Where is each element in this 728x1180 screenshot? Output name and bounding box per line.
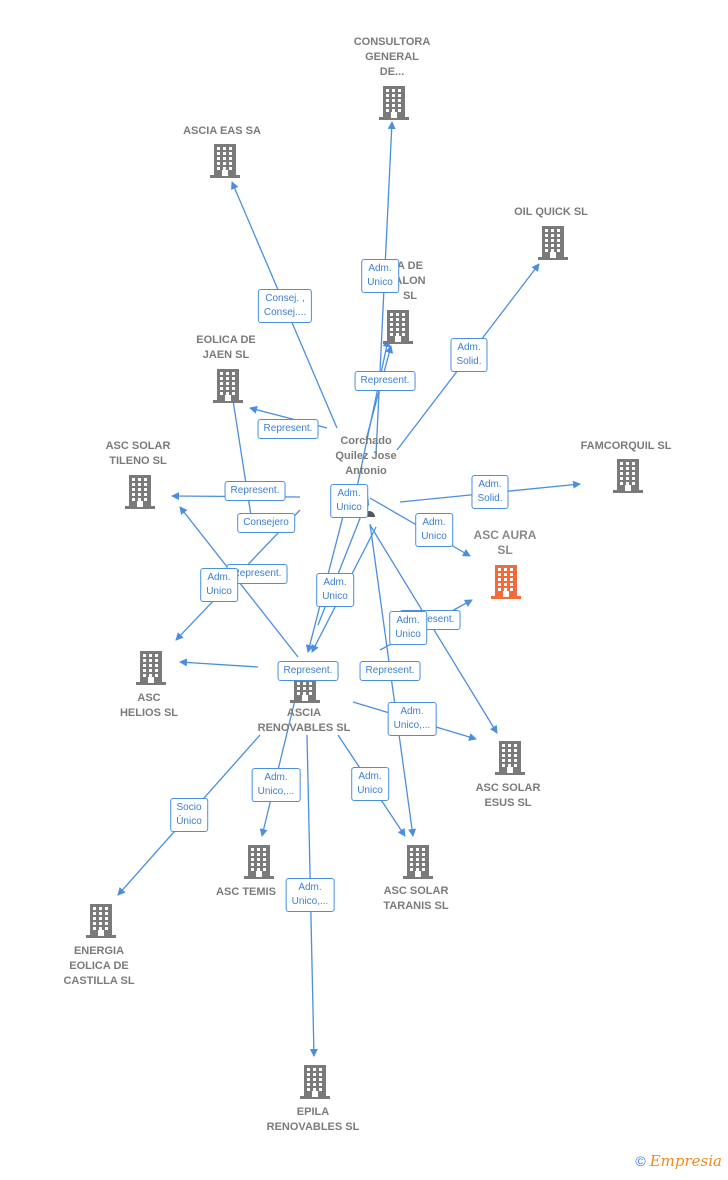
node-label-eolica-jaen[interactable]: EOLICA DE JAEN SL xyxy=(196,334,256,361)
relation-label[interactable]: Represent. xyxy=(359,661,421,681)
building-shape xyxy=(244,845,274,879)
node-label-person[interactable]: Corchado Quilez Jose Antonio xyxy=(335,435,397,477)
node-label-salon[interactable]: A DE ALON SL xyxy=(394,260,426,302)
building-shape xyxy=(125,475,155,509)
building-shape xyxy=(300,1065,330,1099)
relation-label[interactable]: Adm. Solid. xyxy=(450,338,488,372)
relation-edge xyxy=(179,658,259,668)
relation-label[interactable]: Adm. Unico xyxy=(200,568,238,602)
relation-label[interactable]: Adm. Unico xyxy=(316,573,354,607)
building-shape xyxy=(379,86,409,120)
node-label-esus[interactable]: ASC SOLAR ESUS SL xyxy=(475,782,541,809)
building-icon[interactable] xyxy=(381,308,415,349)
relation-label[interactable]: Represent. xyxy=(224,481,286,501)
relation-label[interactable]: Adm. Unico,... xyxy=(387,702,437,736)
building-shape xyxy=(383,310,413,344)
building-shape xyxy=(495,741,525,775)
building-icon[interactable] xyxy=(211,367,245,408)
building-icon[interactable] xyxy=(493,739,527,780)
relation-label[interactable]: Adm. Unico xyxy=(361,259,399,293)
node-label-tileno[interactable]: ASC SOLAR TILENO SL xyxy=(105,440,171,467)
building-shape xyxy=(403,845,433,879)
relation-label[interactable]: Adm. Unico,... xyxy=(251,768,301,802)
building-icon[interactable] xyxy=(489,563,523,604)
building-shape xyxy=(491,565,521,599)
building-shape xyxy=(613,459,643,493)
relation-label[interactable]: Consej. , Consej.... xyxy=(257,289,313,323)
node-label-consultora[interactable]: CONSULTORA GENERAL DE... xyxy=(353,36,431,78)
building-shape xyxy=(136,651,166,685)
building-icon[interactable] xyxy=(134,649,168,690)
building-shape xyxy=(538,226,568,260)
building-shape xyxy=(213,369,243,403)
building-icon[interactable] xyxy=(208,142,242,183)
relation-label[interactable]: Represent. xyxy=(354,371,416,391)
node-label-helios[interactable]: ASC HELIOS SL xyxy=(119,692,179,719)
node-label-taranis[interactable]: ASC SOLAR TARANIS SL xyxy=(383,885,449,912)
relation-label[interactable]: Adm. Unico xyxy=(330,484,368,518)
node-label-temis[interactable]: ASC TEMIS xyxy=(216,886,276,898)
building-icon[interactable] xyxy=(123,473,157,514)
copyright-symbol: © xyxy=(635,1153,646,1169)
node-label-oil-quick[interactable]: OIL QUICK SL xyxy=(514,206,588,218)
footer-brand: ©Empresia xyxy=(635,1152,722,1170)
relation-label[interactable]: Represent. xyxy=(277,661,339,681)
relation-label[interactable]: Adm. Unico xyxy=(389,611,427,645)
relation-label[interactable]: Consejero xyxy=(237,513,295,533)
node-label-renovables[interactable]: ASCIA RENOVABLES SL xyxy=(257,707,351,734)
relation-label[interactable]: Adm. Unico,... xyxy=(285,878,335,912)
building-shape xyxy=(86,904,116,938)
building-shape xyxy=(210,144,240,178)
node-label-epila[interactable]: EPILA RENOVABLES SL xyxy=(266,1106,360,1133)
relation-label[interactable]: Socio Único xyxy=(170,798,208,832)
relation-label[interactable]: Represent. xyxy=(257,419,319,439)
building-icon[interactable] xyxy=(84,902,118,943)
relation-edge xyxy=(354,339,391,498)
relation-label[interactable]: Adm. Solid. xyxy=(471,475,509,509)
building-icon[interactable] xyxy=(611,457,645,498)
building-icon[interactable] xyxy=(401,843,435,884)
building-icon[interactable] xyxy=(242,843,276,884)
node-label-energia[interactable]: ENERGIA EOLICA DE CASTILLA SL xyxy=(63,945,135,987)
building-icon[interactable] xyxy=(377,84,411,125)
node-label-famcorquil[interactable]: FAMCORQUIL SL xyxy=(580,440,672,452)
building-icon[interactable] xyxy=(536,224,570,265)
brand-name[interactable]: Empresia xyxy=(649,1152,722,1170)
node-label-aura[interactable]: ASC AURA SL xyxy=(473,528,537,557)
building-icon[interactable] xyxy=(298,1063,332,1104)
relation-label[interactable]: Adm. Unico xyxy=(351,767,389,801)
node-label-ascia-eas[interactable]: ASCIA EAS SA xyxy=(183,125,261,137)
relation-label[interactable]: Adm. Unico xyxy=(415,513,453,547)
